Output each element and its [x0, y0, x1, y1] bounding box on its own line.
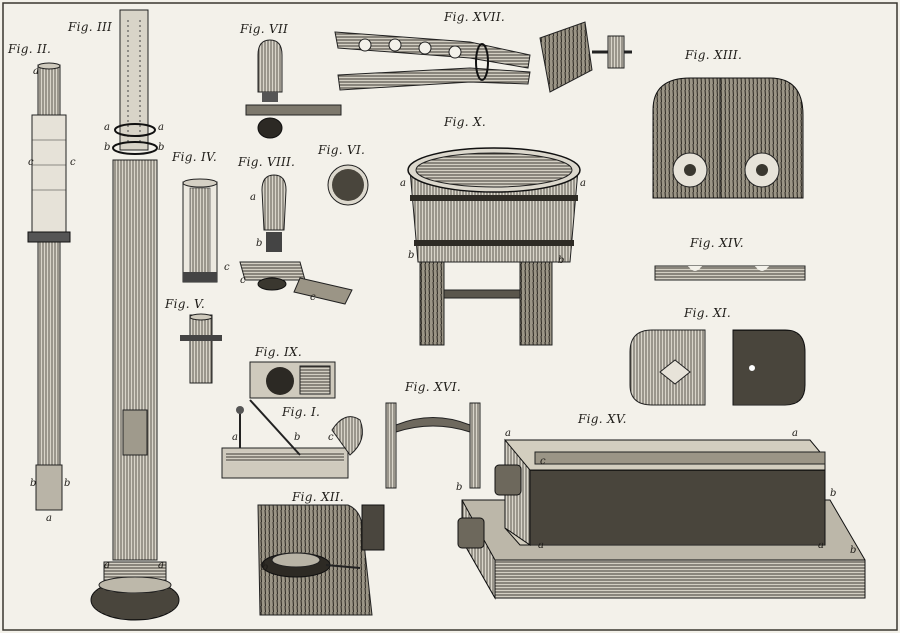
fig6-label: Fig. VI.: [318, 143, 366, 157]
fig15-trough-drawing: [457, 438, 866, 600]
fig5-label: Fig. V.: [165, 297, 205, 311]
fig16-arch-drawing: [385, 402, 481, 489]
fig4-cylinder-drawing: [182, 178, 218, 283]
fig15-letter-c: c: [540, 456, 546, 467]
fig8-letter-c-arm: c: [310, 292, 316, 303]
fig15-letter-a-bottom: a: [538, 540, 544, 551]
fig12-label: Fig. XII.: [292, 490, 345, 504]
fig3-letter-b-left: b: [104, 142, 111, 153]
fig15-letter-b-bottom-right: b: [850, 545, 857, 556]
fig12-block-drawing: [257, 504, 385, 616]
fig15-letter-a-top-right: a: [792, 428, 798, 439]
fig15-letter-a-bottom-right: a: [818, 540, 824, 551]
fig9-frame-drawing: [249, 361, 336, 399]
fig2-letter-a-top: a: [33, 66, 39, 77]
fig10-letter-b-left: b: [408, 250, 415, 261]
fig13-board-drawing: [652, 77, 804, 199]
fig9-label: Fig. IX.: [255, 345, 302, 359]
fig8-letter-b: b: [256, 238, 263, 249]
fig15-letter-a-top-left: a: [505, 428, 511, 439]
fig16-label: Fig. XVI.: [405, 380, 461, 394]
fig2-letter-a-bottom: a: [46, 513, 52, 524]
fig6-disc-drawing: [327, 164, 369, 206]
fig1-box-apparatus-drawing: [221, 399, 363, 479]
fig3-letter-b-right: b: [158, 142, 165, 153]
fig11-label: Fig. XI.: [684, 306, 731, 320]
fig4-letter-c: c: [224, 262, 230, 273]
fig1-letter-a: a: [232, 432, 238, 443]
fig7-label: Fig. VII: [240, 22, 289, 36]
fig10-letter-b-right: b: [558, 255, 565, 266]
fig17-label: Fig. XVII.: [444, 10, 505, 24]
fig4-label: Fig. IV.: [172, 150, 217, 164]
fig17-tongs-drawing: [334, 21, 632, 93]
fig8-bracket-drawing: [239, 174, 353, 305]
fig11-plates-drawing: [629, 329, 806, 406]
fig1-label: Fig. I.: [282, 405, 321, 419]
fig2-letter-b-right: b: [64, 478, 71, 489]
fig2-letter-c-left: c: [28, 157, 34, 168]
fig8-label: Fig. VIII.: [238, 155, 296, 169]
fig14-label: Fig. XIV.: [690, 236, 744, 250]
fig15-letter-b-left: b: [456, 482, 463, 493]
fig15-label: Fig. XV.: [578, 412, 627, 426]
fig8-letter-c: c: [240, 275, 246, 286]
fig10-tub-drawing: [407, 147, 581, 346]
fig2-letter-b-left: b: [30, 478, 37, 489]
fig7-handle-drawing: [245, 39, 342, 139]
fig3-letter-a-right: a: [158, 122, 164, 133]
fig3-letter-a-base-left: a: [104, 560, 110, 571]
fig1-letter-b: b: [294, 432, 301, 443]
fig3-letter-a-left: a: [104, 122, 110, 133]
fig10-letter-a-left: a: [400, 178, 406, 189]
fig2-letter-c-right: c: [70, 157, 76, 168]
fig10-letter-a-right: a: [580, 178, 586, 189]
fig10-label: Fig. X.: [444, 115, 486, 129]
fig1-letter-c: c: [328, 432, 334, 443]
fig3-letter-a-base-right: a: [158, 560, 164, 571]
fig15-letter-b-right: b: [830, 488, 837, 499]
fig3-label: Fig. III: [68, 20, 113, 34]
fig3-column-drawing: [90, 9, 180, 621]
fig2-tube-drawing: [27, 62, 71, 511]
fig2-label: Fig. II.: [8, 42, 52, 56]
fig5-plug-drawing: [180, 313, 222, 384]
fig13-label: Fig. XIII.: [685, 48, 743, 62]
fig8-letter-a: a: [250, 192, 256, 203]
fig12-letter-b: b: [262, 562, 269, 573]
fig14-strip-drawing: [654, 265, 806, 281]
